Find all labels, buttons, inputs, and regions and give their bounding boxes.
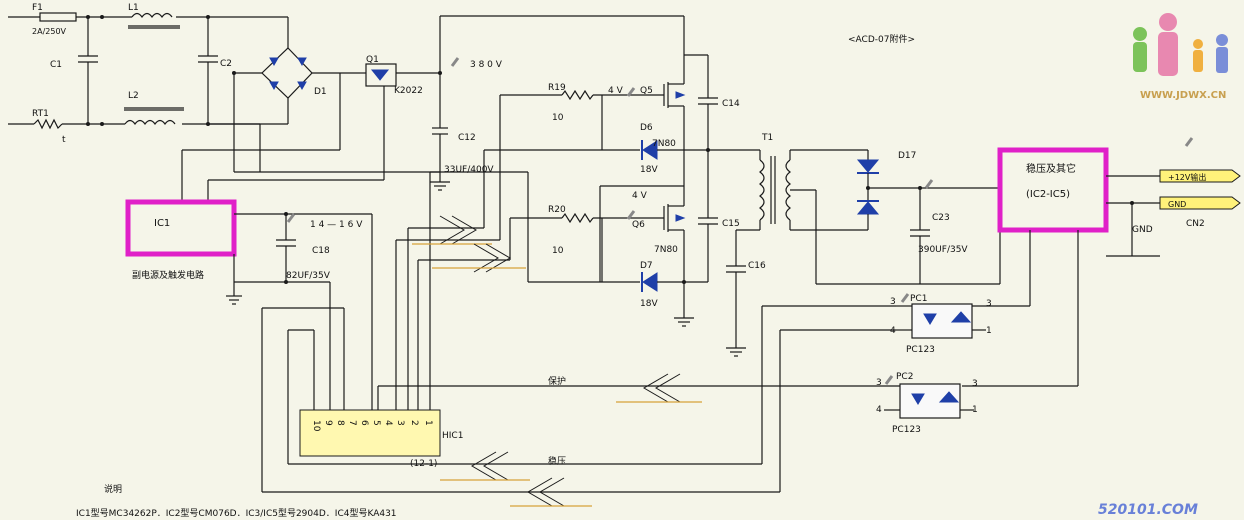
gnd-net-label: GND xyxy=(1132,225,1153,235)
label-c23-value: 390UF/35V xyxy=(918,245,968,255)
pc1-pin1: 1 xyxy=(986,326,992,336)
label-c18: C18 xyxy=(312,246,330,256)
label-d17: D17 xyxy=(898,151,916,161)
label-t1: T1 xyxy=(761,133,773,143)
fuse-f1 xyxy=(39,12,77,22)
hic1-pin-4: 4 xyxy=(383,420,393,426)
hic1-pin-5: 5 xyxy=(371,420,381,426)
label-d6-value: 18V xyxy=(640,165,658,175)
hic1-pin-3: 3 xyxy=(395,420,405,426)
label-q1-value: K2022 xyxy=(394,86,423,96)
mosfet-q1 xyxy=(181,15,684,202)
label-c12: C12 xyxy=(458,133,476,143)
label-c23: C23 xyxy=(932,213,950,223)
label-hv: 3 8 0 V xyxy=(470,60,503,70)
pc1-pin3-right: 3 xyxy=(986,299,992,309)
hic1-module xyxy=(261,149,896,493)
label-f1-value: 2A/250V xyxy=(32,27,67,36)
label-r20-value: 10 xyxy=(552,246,564,256)
hic1-pin-8: 8 xyxy=(335,420,345,426)
hic1-pin-9: 9 xyxy=(323,420,333,426)
pc2-pin4: 4 xyxy=(876,405,882,415)
label-mosfet-type-2: 7N80 xyxy=(654,245,678,255)
hic1-pin-7: 7 xyxy=(347,420,357,426)
input-wiring xyxy=(8,12,289,130)
label-r19-value: 10 xyxy=(552,113,564,123)
half-bridge xyxy=(499,16,760,327)
label-c12-value: 33UF/400V xyxy=(444,165,494,175)
hic1-pin-1: 1 xyxy=(423,420,433,426)
label-q1: Q1 xyxy=(366,55,379,65)
label-d6: D6 xyxy=(640,123,653,133)
label-q5: Q5 xyxy=(640,86,653,96)
hic1-pin-10: 10 xyxy=(311,420,321,432)
label-hic1: HIC1 xyxy=(442,431,463,441)
ic1-caption: 副电源及触发电路 xyxy=(132,269,204,281)
label-d7-value: 18V xyxy=(640,299,658,309)
label-pc1-value: PC123 xyxy=(906,345,935,355)
label-q6: Q6 xyxy=(632,220,645,230)
capacitor-c12 xyxy=(430,127,450,191)
notes-text: IC1型号MC34262P．IC2型号CM076D．IC3/IC5型号2904D… xyxy=(76,508,397,519)
signal-arrows xyxy=(412,215,702,507)
label-r19: R19 xyxy=(548,83,566,93)
page-title: <ACD-07附件> xyxy=(848,33,915,45)
label-r20: R20 xyxy=(548,205,566,215)
label-l1: L1 xyxy=(128,3,139,13)
notes-heading: 说明 xyxy=(104,483,122,495)
pc1-pin3-left: 3 xyxy=(890,297,896,307)
label-gate2: 4 V xyxy=(632,191,648,201)
label-rt1: RT1 xyxy=(32,109,49,119)
pc2-pin3-left: 3 xyxy=(876,378,882,388)
hic1-pin-2: 2 xyxy=(409,420,419,426)
output-12v-label: +12V输出 xyxy=(1168,172,1206,182)
reg-block-sub: (IC2-IC5) xyxy=(1026,189,1070,200)
signal-regulate-label: 稳压 xyxy=(548,455,566,467)
label-c18-value: 82UF/35V xyxy=(286,271,331,281)
label-f1: F1 xyxy=(32,3,43,13)
output-gnd-label: GND xyxy=(1168,200,1186,209)
site-logo xyxy=(1133,13,1228,76)
test-probe-markers xyxy=(286,57,1194,385)
label-gate1: 4 V xyxy=(608,86,624,96)
pc2-pin1: 1 xyxy=(972,405,978,415)
label-c1: C1 xyxy=(50,60,62,70)
bridge-rectifier-d1 xyxy=(232,47,360,172)
connector-cn2-label: CN2 xyxy=(1186,219,1205,229)
capacitor-c18 xyxy=(234,212,331,416)
watermark-bottom: 520101.COM xyxy=(1098,502,1198,518)
label-pc1-ref: PC1 xyxy=(910,294,927,304)
transformer-t1 xyxy=(726,149,868,357)
label-c15: C15 xyxy=(722,219,740,229)
diode-d17 xyxy=(816,150,1001,285)
watermark-site: WWW.JDWX.CN xyxy=(1140,90,1226,101)
label-hic1-value: (12-1) xyxy=(410,459,437,469)
ic1-block-label: IC1 xyxy=(154,218,170,229)
label-c14: C14 xyxy=(722,99,740,109)
pc1-pin4: 4 xyxy=(890,326,896,336)
label-c2: C2 xyxy=(220,59,232,69)
hic1-pin-6: 6 xyxy=(359,420,369,426)
label-mosfet-type-1: 7N80 xyxy=(652,139,676,149)
optocoupler-pc2 xyxy=(864,383,974,419)
label-l2: L2 xyxy=(128,91,139,101)
reg-block-label: 稳压及其它 xyxy=(1026,162,1076,175)
label-pc2-value: PC123 xyxy=(892,425,921,435)
output-tags xyxy=(1159,169,1241,210)
ic1-block xyxy=(125,199,372,305)
label-vcc: 1 4 — 1 6 V xyxy=(310,220,363,230)
signal-protect-label: 保护 xyxy=(548,375,566,387)
label-rt1-value: t xyxy=(62,135,66,145)
label-c16: C16 xyxy=(748,261,766,271)
label-pc2-ref: PC2 xyxy=(896,372,913,382)
regulator-block xyxy=(962,147,1160,387)
label-d1: D1 xyxy=(314,87,327,97)
optocoupler-pc1 xyxy=(896,303,986,339)
label-d7: D7 xyxy=(640,261,653,271)
pc2-pin3-right: 3 xyxy=(972,379,978,389)
